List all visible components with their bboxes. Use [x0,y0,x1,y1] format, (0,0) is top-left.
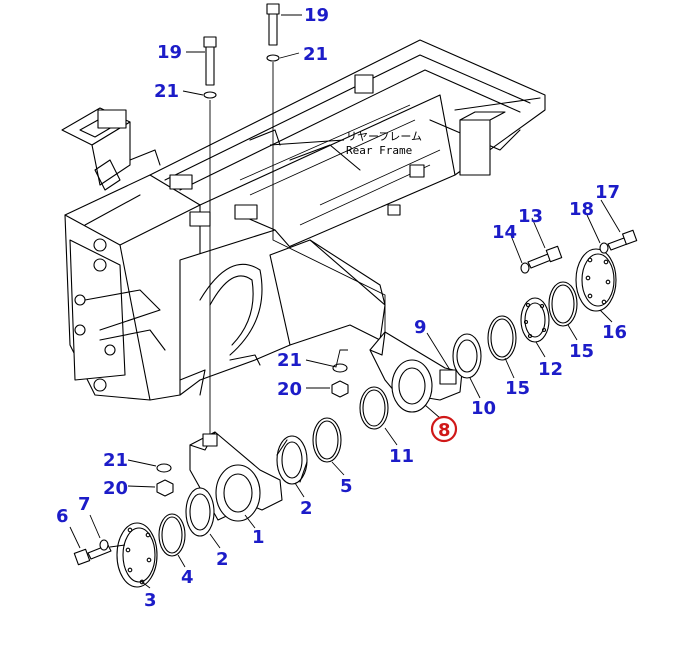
washer-18 [599,242,609,254]
callout-9: 9 [414,317,427,338]
callout-6: 6 [56,506,69,527]
shim-11 [359,386,389,430]
washer-7 [99,539,109,551]
rear-frame [61,39,546,401]
rear-frame-caption: リヤーフレーム Rear Frame [269,130,422,157]
callout-20-mid: 20 [277,379,302,400]
bolt-17 [607,229,638,251]
callout-16: 16 [602,322,627,343]
seal-12 [520,297,550,343]
bolt-19-left [203,36,217,470]
callout-2-lower: 2 [216,549,229,570]
washer-21-lower [156,463,172,473]
callout-14: 14 [492,222,517,243]
callout-21-low: 21 [103,450,128,471]
bushing-10 [452,333,482,379]
shim-15-right [548,281,578,327]
callout-10: 10 [471,398,496,419]
rear-frame-caption-english: Rear Frame [346,144,412,157]
hinge-bracket-8 [369,331,463,413]
callout-21-top-left: 21 [154,81,179,102]
callout-21-top-right: 21 [303,44,328,65]
callout-20-low: 20 [103,478,128,499]
bolt-19-right [266,3,386,340]
hinge-bracket-1 [189,431,283,522]
bushing-2-upper [276,435,308,485]
washer-21-upper [332,363,348,373]
shim-5 [312,417,342,463]
cap-3 [116,522,158,588]
callout-7: 7 [78,494,91,515]
callout-2-upper: 2 [300,498,313,519]
callout-12: 12 [538,359,563,380]
callout-15-right: 15 [569,341,594,362]
bushing-2-lower [185,487,215,537]
callout-19-right: 19 [304,5,329,26]
bolt-13 [527,245,563,269]
washer-14 [520,262,530,274]
callout-5: 5 [340,476,353,497]
callout-18: 18 [569,199,594,220]
callout-8-highlight-ring [430,415,458,443]
callout-4: 4 [181,567,194,588]
callout-1: 1 [252,527,265,548]
callout-13: 13 [518,206,543,227]
callout-11: 11 [389,446,414,467]
callout-8: 8 [438,420,451,441]
leader-lines [69,14,621,589]
callout-15-left: 15 [505,378,530,399]
cap-16 [575,248,617,312]
callout-21-mid: 21 [277,350,302,371]
nut-20-upper [331,380,349,398]
callouts: 19 19 21 21 21 21 20 20 17 18 13 14 16 1… [56,5,627,611]
callout-3: 3 [144,590,157,611]
callout-19-left: 19 [157,42,182,63]
callout-17: 17 [595,182,620,203]
shim-4 [158,513,186,557]
nut-20-lower [156,479,174,497]
rear-frame-caption-japanese: リヤーフレーム [346,130,422,143]
shim-15-left [487,315,517,361]
